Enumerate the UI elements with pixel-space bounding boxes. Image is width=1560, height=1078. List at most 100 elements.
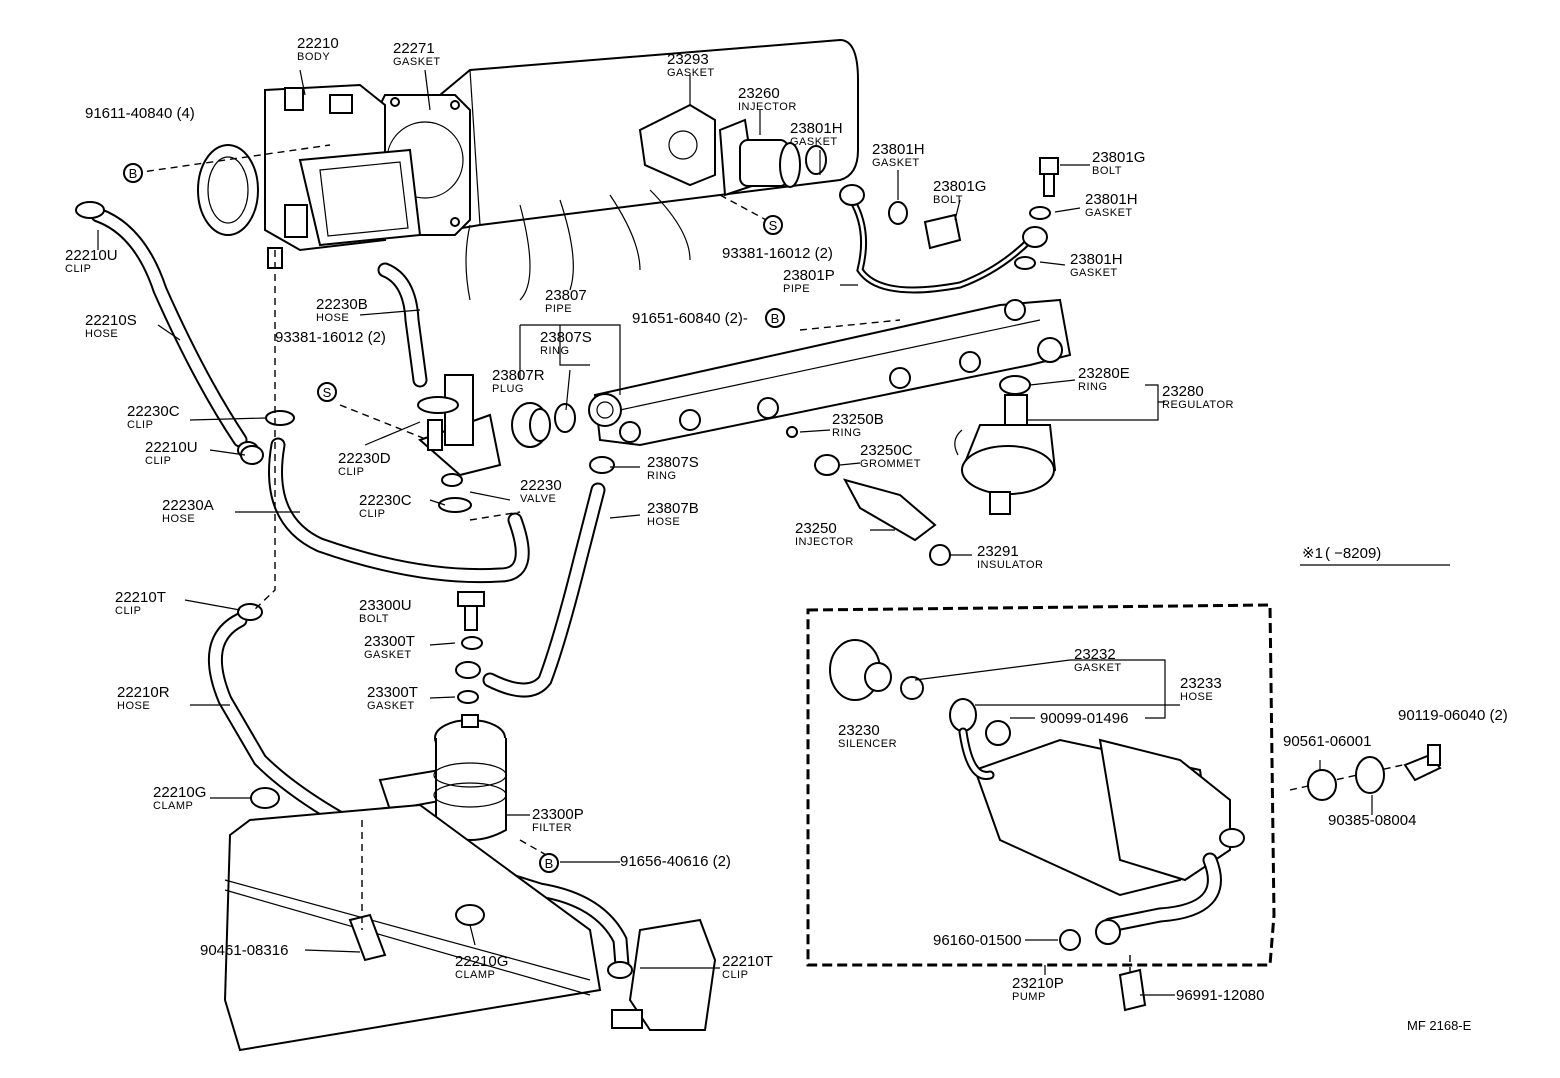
filter-23300p [378, 714, 507, 841]
injector-23250 [786, 426, 951, 566]
part-number: 23250 [795, 520, 837, 537]
part-name: FILTER [532, 822, 572, 834]
part-number: 23210P [1012, 975, 1064, 992]
marker-b: B [123, 163, 143, 183]
part-name: GASKET [364, 649, 412, 661]
part-number: 22230 [520, 477, 562, 494]
part-name: HOSE [316, 312, 349, 324]
callout-c52: 90461-08316 [200, 942, 288, 959]
part-name: GASKET [393, 56, 441, 68]
part-number: 23260 [738, 85, 780, 102]
part-number: 22210U [145, 439, 198, 456]
svg-text:S: S [769, 218, 778, 233]
part-name: PLUG [492, 383, 524, 395]
part-number: 23801H [1085, 191, 1138, 208]
note-text: ( −8209) [1325, 545, 1381, 562]
part-number: 23232 [1074, 646, 1116, 663]
clamps [240, 445, 485, 962]
marker-s: S [763, 215, 783, 235]
circle-markers: B S S B B [123, 163, 785, 873]
callout-c44: 90099-01496 [1040, 710, 1128, 727]
part-number: 23801P [783, 267, 835, 284]
part-name: HOSE [1180, 691, 1213, 703]
part-number: 23807B [647, 500, 699, 517]
throttle-body-22210 [197, 83, 422, 269]
part-number: 23300T [364, 633, 415, 650]
part-name: GASKET [1085, 207, 1133, 219]
part-number: 23801G [1092, 149, 1145, 166]
part-number: 22210U [65, 247, 118, 264]
part-number: 22230A [162, 497, 214, 514]
part-name: INJECTOR [795, 536, 854, 548]
part-number: 90099-01496 [1040, 710, 1128, 727]
part-number: 22230C [359, 492, 412, 509]
hose-22230b [377, 262, 428, 388]
hose-22230a [265, 410, 530, 584]
part-number: 91611-40840 (4) [85, 105, 195, 122]
part-number: 23250C [860, 442, 913, 459]
part-name: SILENCER [838, 738, 897, 750]
part-number: 23807 [545, 287, 587, 304]
part-number: 22210T [722, 953, 773, 970]
part-name: GASKET [367, 700, 415, 712]
regulator-23280 [954, 375, 1057, 515]
part-number: 23250B [832, 411, 884, 428]
valve-22230 [417, 374, 502, 487]
callout-c19: 93381-16012 (2) [275, 329, 386, 346]
svg-text:B: B [545, 856, 554, 871]
part-name: CLIP [145, 455, 171, 467]
leader-lines [97, 69, 1450, 996]
engine-block-lower [223, 803, 717, 1052]
marker-s: S [317, 382, 337, 402]
part-number: 22271 [393, 40, 435, 57]
part-name: CLIP [722, 969, 748, 981]
part-number: 23291 [977, 543, 1019, 560]
hose-23807b [455, 456, 615, 698]
part-number: 23801H [872, 141, 925, 158]
part-number: 22210 [297, 35, 339, 52]
part-name: CLAMP [455, 969, 495, 981]
callout-c11: 91611-40840 (4) [85, 105, 195, 122]
part-name: GASKET [872, 157, 920, 169]
part-number: 23807S [540, 329, 592, 346]
part-number: 22230C [127, 403, 180, 420]
part-name: VALVE [520, 493, 556, 505]
part-name: REGULATOR [1162, 399, 1234, 411]
pump-assembly-box [806, 603, 1276, 967]
bolt-23300u [457, 591, 485, 704]
pipe-23801p [839, 157, 1059, 294]
part-number: 90385-08004 [1328, 812, 1416, 829]
part-name: HOSE [647, 516, 680, 528]
part-number: 22210G [153, 784, 206, 801]
part-number: 23300T [367, 684, 418, 701]
part-number: 90561-06001 [1283, 733, 1371, 750]
callout-c18: 91651-60840 (2)- [632, 310, 748, 327]
part-name: CLIP [115, 605, 141, 617]
callout-c13: 93381-16012 (2) [722, 245, 833, 262]
part-number: 23280 [1162, 383, 1204, 400]
part-number: 23807S [647, 454, 699, 471]
